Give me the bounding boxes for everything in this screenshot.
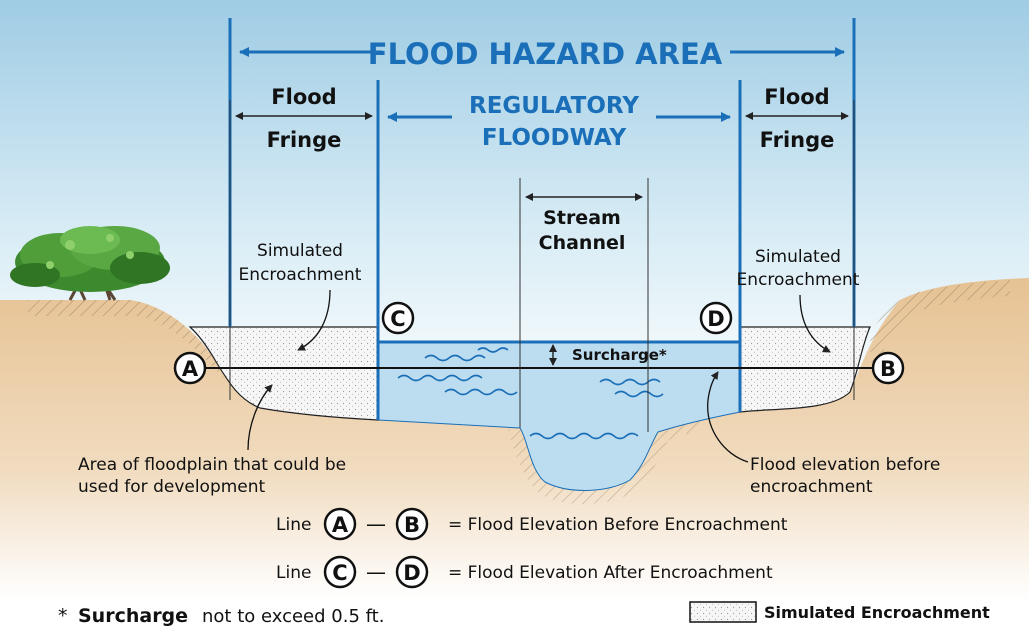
- encroach-right-label-line2: Encroachment: [737, 270, 860, 290]
- legend-cd-letter-c: C: [332, 561, 347, 585]
- floodway-label-line1: REGULATORY: [469, 93, 639, 119]
- fringe-right-label-line1: Flood: [764, 85, 829, 109]
- legend-cd-circle-d: [395, 555, 429, 589]
- flood-elev-label-line1: Flood elevation before: [750, 455, 940, 475]
- soil-hatch-left: [28, 300, 225, 380]
- development-label-line2: used for development: [78, 477, 266, 497]
- legend-row-ab: Line A — B = Flood Elevation Before Encr…: [276, 507, 788, 541]
- point-c-label: C: [390, 307, 405, 331]
- stream-label-line2: Channel: [539, 232, 626, 254]
- fringe-left-label-line2: Fringe: [267, 128, 342, 152]
- encroachment-legend-key: Simulated Encroachment: [689, 601, 990, 623]
- encroach-left-label-line1: Simulated: [257, 241, 343, 261]
- tree-bush: [10, 226, 170, 301]
- point-b-label: B: [880, 357, 896, 381]
- encroach-left-label-line2: Encroachment: [239, 265, 362, 285]
- development-label-line1: Area of floodplain that could be: [78, 455, 346, 475]
- floodway-label-line2: FLOODWAY: [482, 125, 627, 151]
- legend-row-cd: Line C — D = Flood Elevation After Encro…: [276, 555, 773, 589]
- encroach-left-pointer: [297, 289, 331, 351]
- surcharge-label: Surcharge*: [572, 346, 667, 364]
- legend-ab-dash: —: [366, 512, 386, 536]
- encroachment-fill-right: [739, 326, 871, 413]
- legend-ab-circle-a: [323, 507, 357, 541]
- flood-hazard-title: FLOOD HAZARD AREA: [368, 37, 723, 71]
- point-d-label: D: [707, 307, 724, 331]
- legend-ab-letter-a: A: [332, 513, 349, 537]
- legend-cd-line-word: Line: [276, 563, 311, 583]
- surcharge-footnote: * Surcharge not to exceed 0.5 ft.: [58, 605, 384, 627]
- point-d-marker: D: [699, 301, 733, 335]
- fringe-left-label-line1: Flood: [271, 85, 336, 109]
- footnote-star: *: [58, 605, 68, 627]
- legend-ab-circle-b: [395, 507, 429, 541]
- encroach-right-pointer: [799, 294, 831, 353]
- legend-ab-line-word: Line: [276, 515, 311, 535]
- legend-cd-circle-c: [323, 555, 357, 589]
- footnote-bold: Surcharge: [78, 605, 188, 627]
- legend-ab-description: = Flood Elevation Before Encroachment: [448, 515, 788, 535]
- encroachment-fill-left: [188, 326, 379, 421]
- point-b-marker: B: [871, 351, 905, 385]
- flood-elev-pointer: [707, 371, 749, 463]
- legend-ab-letter-b: B: [404, 513, 420, 537]
- encroachment-key-label: Simulated Encroachment: [764, 603, 990, 622]
- encroach-right-label-line1: Simulated: [755, 247, 841, 267]
- development-pointer: [247, 384, 273, 451]
- water-waves: [397, 347, 664, 440]
- flood-elev-label-line2: encroachment: [750, 477, 873, 497]
- stream-label-line1: Stream: [543, 207, 621, 229]
- legend-cd-letter-d: D: [403, 561, 420, 585]
- footnote-text: not to exceed 0.5 ft.: [202, 606, 384, 627]
- point-a-marker: A: [173, 351, 207, 385]
- fringe-right-label-line2: Fringe: [760, 128, 835, 152]
- encroachment-key-swatch: [689, 601, 757, 623]
- point-a-label: A: [182, 357, 199, 381]
- legend-cd-dash: —: [366, 560, 386, 584]
- legend-cd-description: = Flood Elevation After Encroachment: [448, 563, 773, 583]
- point-c-marker: C: [381, 301, 415, 335]
- soil-hatch-right: [870, 280, 1010, 372]
